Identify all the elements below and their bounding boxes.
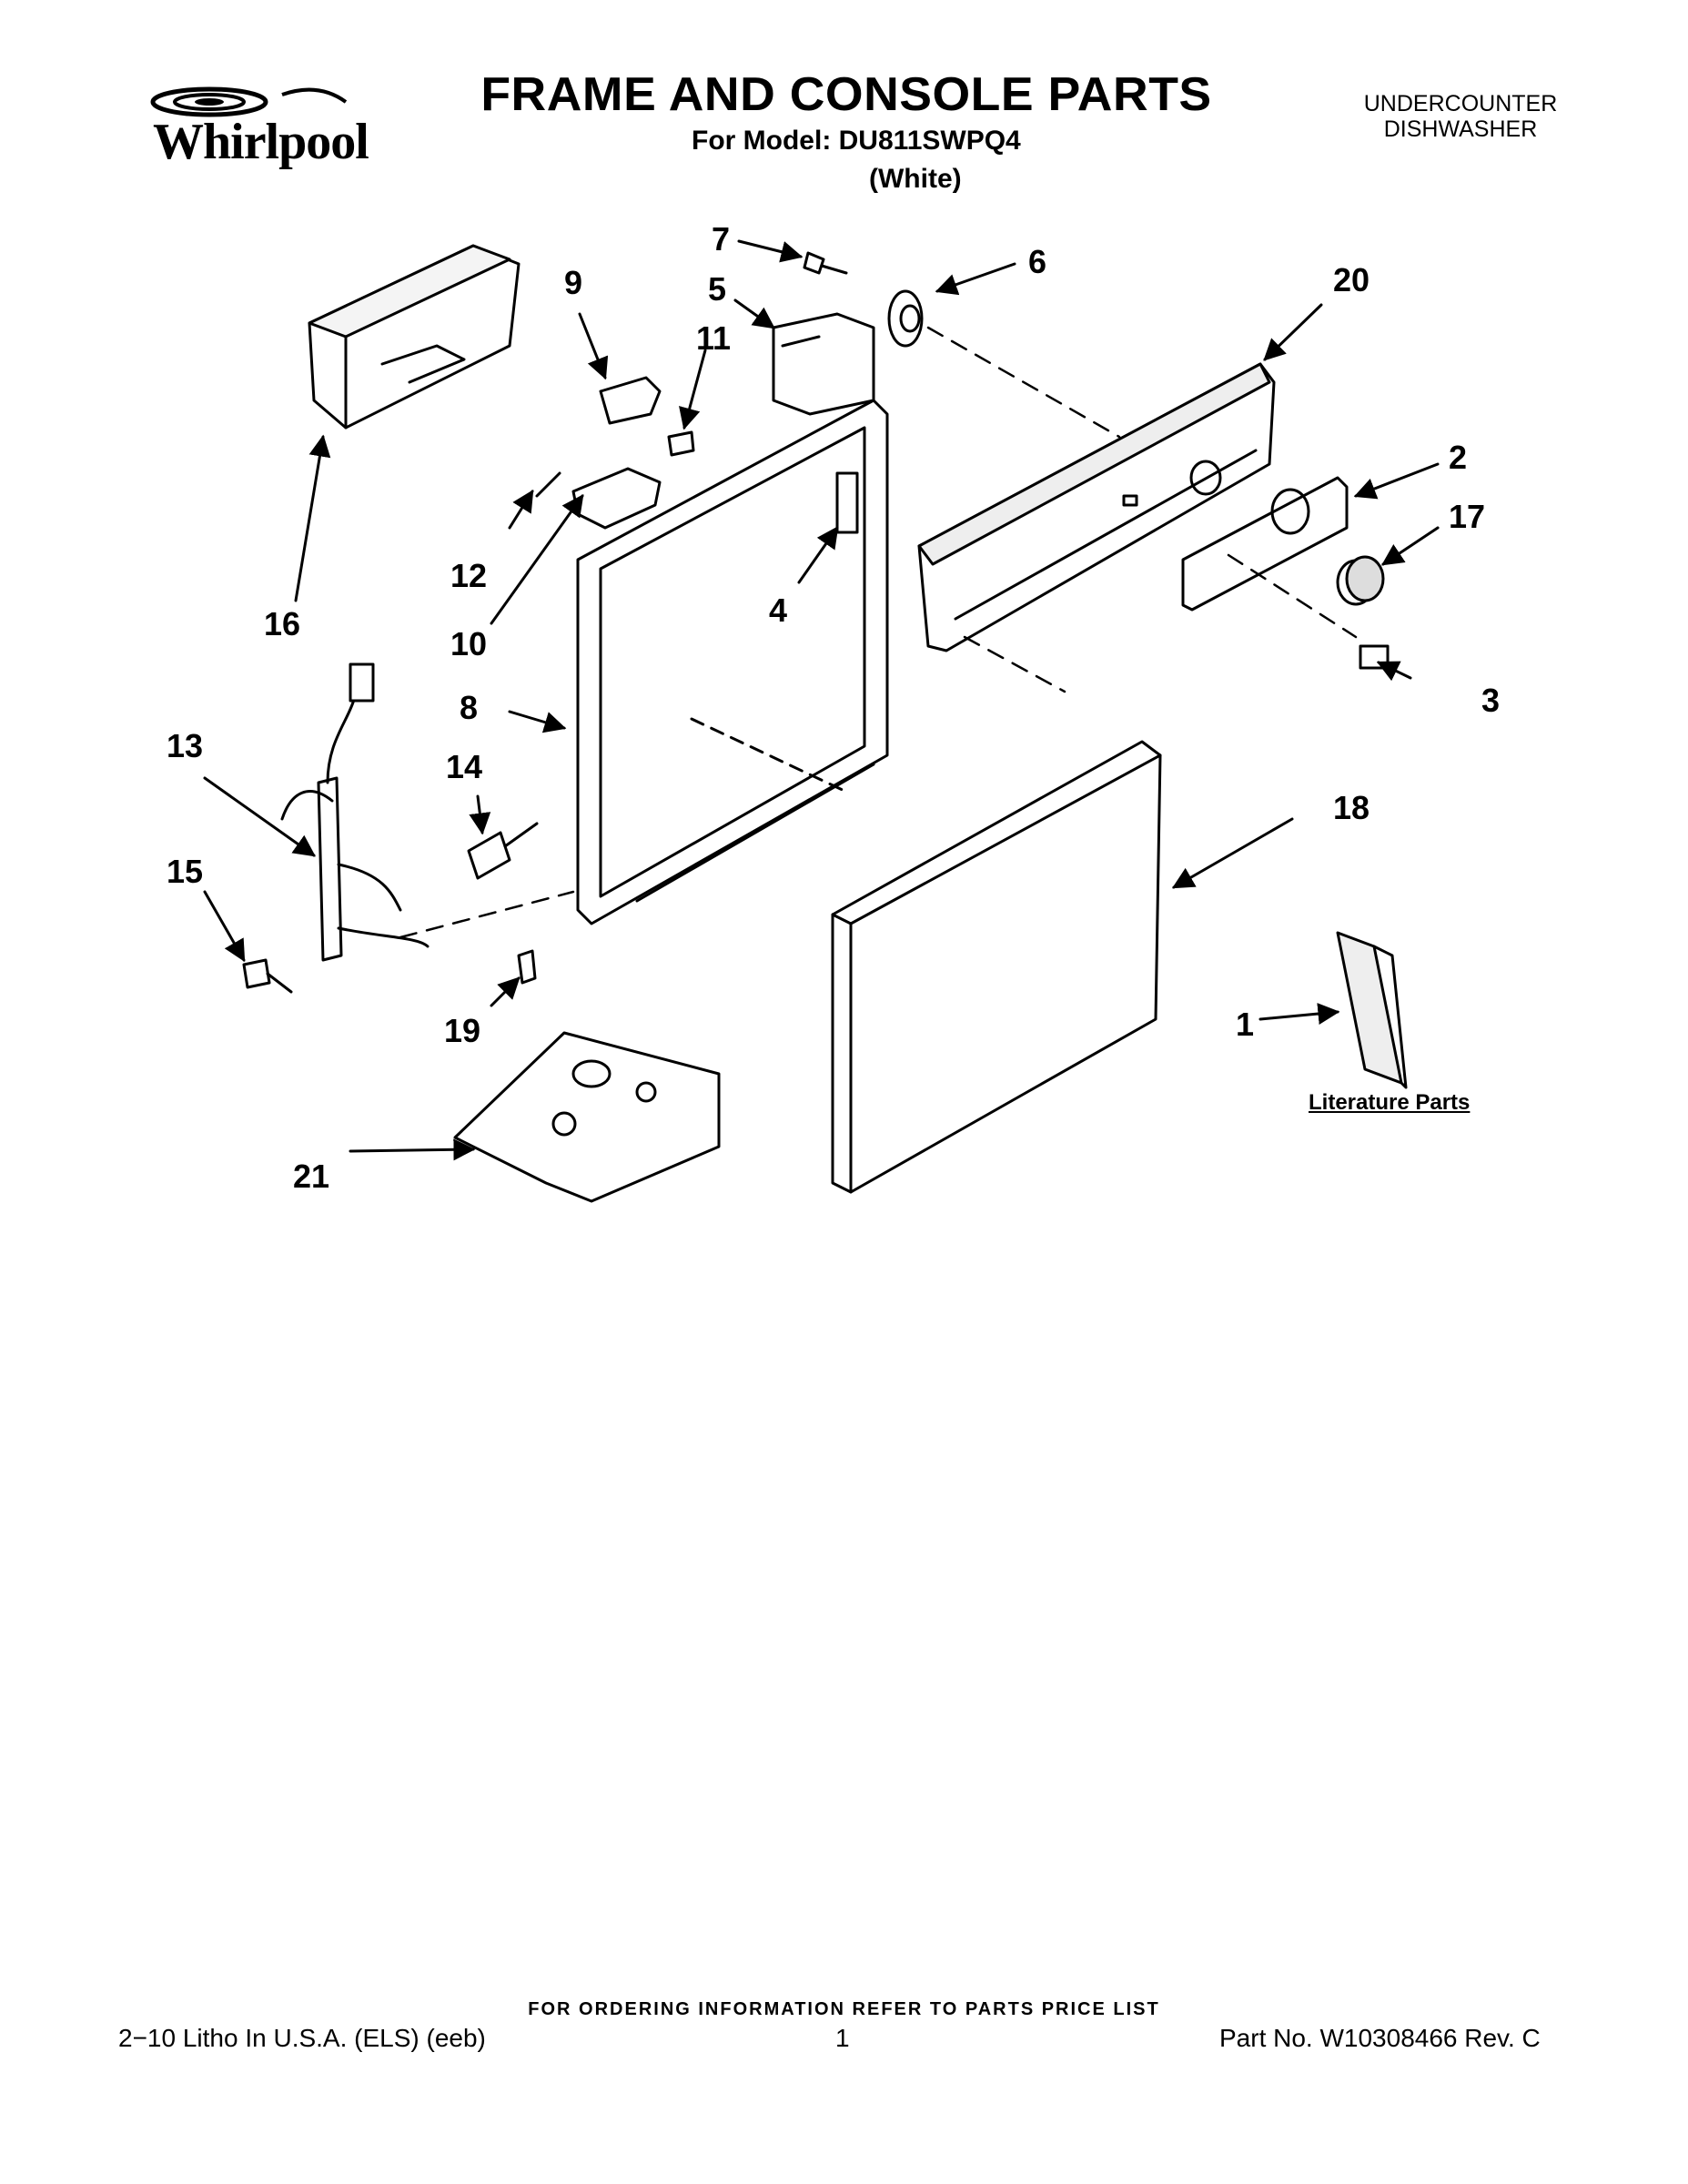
part-17-knob [1336, 555, 1385, 606]
part-7-screw [803, 251, 848, 275]
product-type-line-2: DISHWASHER [1383, 116, 1538, 142]
callout-15: 15 [167, 853, 203, 890]
ordering-info-note: FOR ORDERING INFORMATION REFER TO PARTS … [528, 1999, 1160, 2019]
exploded-parts-diagram: 7 6 5 20 9 11 2 17 3 16 12 10 4 8 13 14 … [167, 220, 1500, 1203]
alignment-lines [399, 326, 1358, 939]
color-line: (White) [869, 164, 962, 194]
callout-18: 18 [1333, 789, 1370, 826]
callout-21: 21 [293, 1158, 329, 1195]
product-type-line-1: UNDERCOUNTER [1363, 91, 1558, 116]
callout-3: 3 [1481, 682, 1500, 719]
logo-swirl-icon [150, 86, 348, 117]
callout-9: 9 [564, 264, 582, 301]
part-12-strip [535, 471, 561, 498]
part-21-hardware-bag [453, 1031, 721, 1203]
part-8-inner-frame [576, 399, 889, 925]
page-number: 1 [835, 2024, 850, 2052]
part-20-console-panel [917, 362, 1276, 652]
callout-14: 14 [446, 748, 482, 785]
callout-16: 16 [264, 605, 300, 642]
callout-4: 4 [769, 592, 787, 629]
part-number: Part No. W10308466 Rev. C [1219, 2024, 1541, 2052]
callout-2: 2 [1449, 439, 1467, 476]
part-4-bracket [835, 471, 859, 534]
callout-20: 20 [1333, 261, 1370, 298]
part-9-latch-bracket [599, 376, 662, 425]
callout-10: 10 [450, 625, 487, 662]
callout-8: 8 [460, 689, 478, 726]
callout-12: 12 [450, 557, 487, 594]
callout-7: 7 [712, 220, 730, 258]
part-10-latch-housing [571, 467, 662, 530]
part-11-latch-clip [667, 430, 695, 457]
part-15-screw [242, 958, 293, 994]
callout-6: 6 [1028, 243, 1046, 280]
callout-11: 11 [696, 319, 731, 357]
callout-1: 1 [1236, 1006, 1254, 1043]
page-title: FRAME AND CONSOLE PARTS [480, 68, 1212, 121]
part-19-clip [517, 949, 537, 985]
logo-wordmark: Whirlpool [153, 114, 369, 170]
part-16-duct-cover [308, 244, 521, 430]
part-2-panel-trim [1181, 476, 1349, 612]
part-3-switch [1359, 644, 1390, 670]
callout-5: 5 [708, 270, 726, 308]
part-6-dial [887, 289, 924, 348]
model-line: For Model: DU811SWPQ4 [692, 126, 1021, 156]
part-1-literature-booklet [1336, 931, 1408, 1089]
litho-info: 2−10 Litho In U.S.A. (ELS) (eeb) [118, 2024, 486, 2052]
part-5-timer [772, 312, 875, 416]
literature-parts-label: Literature Parts [1309, 1090, 1471, 1115]
leader-arrows [203, 239, 1440, 1161]
callout-19: 19 [444, 1012, 480, 1049]
part-14-sensor [467, 822, 539, 880]
part-13-wire-harness [280, 662, 430, 962]
callout-13: 13 [167, 727, 203, 764]
part-18-outer-door-panel [831, 740, 1162, 1194]
callout-17: 17 [1449, 498, 1485, 535]
whirlpool-logo: Whirlpool [127, 75, 391, 175]
